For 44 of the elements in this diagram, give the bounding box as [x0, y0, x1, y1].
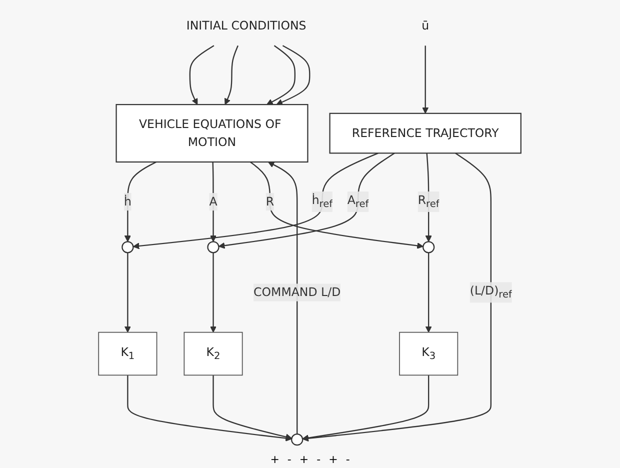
node-circle	[207, 241, 220, 254]
arrow	[124, 252, 132, 333]
sign-label: +	[328, 453, 338, 466]
edge-label: A$_{ref}$	[348, 192, 369, 210]
arrow	[210, 252, 217, 333]
arrow	[212, 375, 292, 440]
node-box: K$_{1}$	[98, 332, 158, 376]
edge-label: COMMAND L/D	[254, 285, 341, 300]
arrow	[276, 45, 310, 106]
arrow	[302, 375, 430, 442]
edge-label: ḣ$_{ref}$	[312, 192, 333, 210]
arrow	[426, 153, 432, 242]
arrow	[218, 152, 396, 249]
edge-label: R$_{ref}$	[418, 192, 440, 210]
node-box: K$_{2}$	[184, 332, 244, 376]
arrow	[250, 162, 424, 249]
arrow	[190, 45, 214, 105]
arrow	[210, 162, 217, 242]
node-text: INITIAL CONDITIONS	[186, 18, 307, 32]
edge-label: (L/D)$_{ref}$	[470, 284, 512, 301]
node-box: REFERENCE TRAJECTORY	[330, 112, 522, 154]
node-circle	[422, 241, 435, 254]
edge-label: A	[209, 194, 218, 208]
arrow	[422, 46, 429, 114]
arrow	[266, 45, 296, 105]
sign-label: +	[270, 453, 280, 466]
arrow	[426, 252, 432, 333]
arrow	[268, 162, 298, 434]
arrow	[133, 152, 379, 250]
arrow	[127, 375, 292, 442]
arrow	[224, 45, 239, 105]
sign-label: -	[316, 453, 321, 466]
node-circle	[122, 241, 134, 254]
sign-label: +	[299, 453, 309, 466]
arrow	[302, 152, 492, 442]
node-box: K$_{3}$	[399, 332, 458, 376]
node-text: ū	[422, 18, 430, 32]
node-box: VEHICLE EQUATIONS OF MOTION	[116, 104, 308, 163]
sign-label: -	[346, 453, 350, 466]
edge-label: R	[266, 194, 274, 208]
edge-label: ḣ	[124, 194, 132, 208]
sign-label: -	[287, 453, 292, 466]
arrow	[124, 161, 157, 242]
node-circle	[291, 434, 304, 446]
